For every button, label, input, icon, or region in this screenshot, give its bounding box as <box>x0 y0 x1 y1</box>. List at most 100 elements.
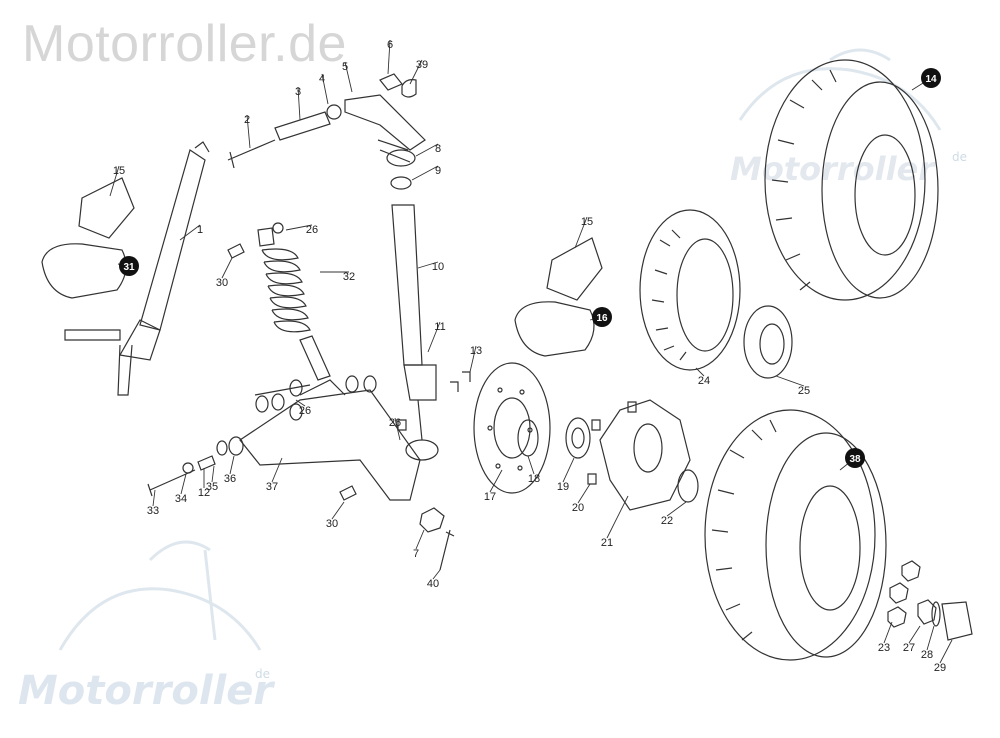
bearing-19-inner <box>571 427 585 449</box>
callout-label: 27 <box>903 642 915 654</box>
callout-badge-label: 16 <box>596 313 608 324</box>
leader-line <box>606 495 629 539</box>
leader-line <box>246 114 251 149</box>
callout-label: 24 <box>698 375 710 387</box>
callout-label: 32 <box>343 271 355 283</box>
callout-label: 4 <box>319 73 325 85</box>
callout-label: 26 <box>306 224 318 236</box>
leader-line <box>577 483 591 504</box>
leader-line <box>295 399 306 407</box>
watermark-logo-big: Motorroller <box>18 668 274 714</box>
leader-line <box>574 216 588 249</box>
brake-disc-17 <box>473 362 551 494</box>
callout-label: 18 <box>528 473 540 485</box>
callout-label: 10 <box>432 261 444 273</box>
callout-label: 2 <box>244 114 250 126</box>
watermark-logo-small-sup: de <box>952 150 967 164</box>
bolts-20 <box>587 401 637 485</box>
leader-line <box>666 501 687 517</box>
hub-center <box>633 423 663 473</box>
nut-26-middle <box>397 419 407 431</box>
leader-line <box>411 165 439 181</box>
callout-label: 15 <box>581 216 593 228</box>
leader-line <box>415 529 425 550</box>
leader-line <box>297 86 301 121</box>
cap-39 <box>401 79 417 98</box>
leader-line <box>939 639 953 664</box>
callout-label: 9 <box>435 165 441 177</box>
leader-line <box>926 625 935 651</box>
seal-18 <box>517 419 539 457</box>
lug-nuts-23 <box>887 560 921 628</box>
leader-line <box>489 469 503 493</box>
sleeve-3 <box>274 111 331 141</box>
leader-line <box>321 73 329 105</box>
callout-label: 29 <box>934 662 946 674</box>
leader-line <box>394 417 401 441</box>
callout-badge-circle <box>592 307 612 327</box>
leader-line <box>527 455 535 475</box>
callout-label: 7 <box>413 548 419 560</box>
callout-label: 6 <box>387 39 393 51</box>
washer-4 <box>326 104 342 120</box>
callout-label: 28 <box>921 649 933 661</box>
lower-arm-pivot <box>254 379 346 396</box>
bolts-13 <box>450 371 471 392</box>
sleeve-12 <box>197 455 216 471</box>
scooter-watermark-icon <box>58 48 942 651</box>
bearing-22 <box>677 469 699 503</box>
leader-line <box>883 621 893 644</box>
brake-bracket-right <box>546 237 603 301</box>
tire-38 <box>704 409 887 661</box>
callout-label: 21 <box>601 537 613 549</box>
leader-line <box>221 257 233 279</box>
strut-foot-11 <box>403 364 437 401</box>
nut-26-upper <box>272 222 284 234</box>
callout-badge-label: 31 <box>123 262 135 273</box>
wheel-hub-21 <box>599 399 691 511</box>
part-drawings <box>41 48 973 661</box>
callout-label: 26 <box>299 405 311 417</box>
bushing-8 <box>386 149 416 167</box>
leader-line <box>285 224 313 231</box>
callout-badge-label: 38 <box>849 454 861 465</box>
callout-badge-circle <box>845 448 865 468</box>
spring-seat-9 <box>390 176 412 190</box>
callout-label: 40 <box>427 578 439 590</box>
leader-line <box>331 501 345 520</box>
leader-line <box>409 59 423 85</box>
callout-label: 20 <box>572 502 584 514</box>
leader-line <box>775 375 805 387</box>
callout-label: 26 <box>389 417 401 429</box>
leader-line <box>908 625 921 644</box>
cotter-pin-40 <box>439 529 455 571</box>
shock-absorber-32 <box>257 227 331 381</box>
leader-line <box>179 224 201 241</box>
callout-label: 25 <box>798 385 810 397</box>
leader-line <box>180 473 187 495</box>
leader-line <box>415 143 439 157</box>
lower-arm-bushings <box>216 375 377 456</box>
callout-label: 35 <box>206 481 218 493</box>
leader-line <box>469 345 477 373</box>
boot-26 <box>405 439 439 461</box>
bolt-30-upper <box>227 243 245 259</box>
hub-cap-29 <box>941 601 973 641</box>
leader-line <box>271 457 283 483</box>
leader-lines <box>109 39 953 664</box>
callout-label: 13 <box>470 345 482 357</box>
nut-27 <box>917 599 937 625</box>
bolt-30-lower <box>339 485 357 501</box>
rim-25 <box>743 305 793 379</box>
callout-label: 3 <box>295 86 301 98</box>
callout-badge-label: 14 <box>925 74 937 85</box>
leader-line <box>229 455 235 475</box>
leader-line <box>562 457 575 483</box>
callout-label: 39 <box>416 59 428 71</box>
callout-label: 12 <box>198 487 210 499</box>
tire-14 <box>764 59 939 301</box>
leader-line <box>344 61 353 93</box>
